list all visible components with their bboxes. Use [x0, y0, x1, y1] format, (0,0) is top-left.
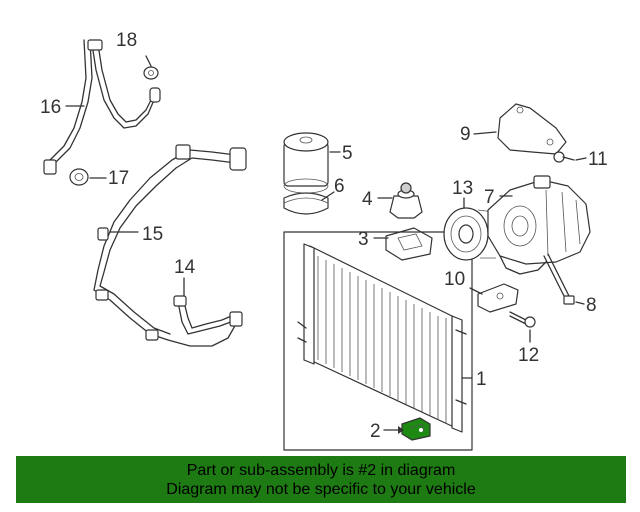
- compressor-7: [487, 175, 591, 265]
- callout-4: 4: [362, 189, 373, 210]
- callout-14: 14: [174, 257, 196, 278]
- seal-ring-17: [69, 168, 89, 186]
- bolt-12: [509, 311, 536, 328]
- highlighted-part-2-bracket: [401, 417, 431, 441]
- callout-labels: 18 16 17 15 14 5 6 4 3 9 11 13 7 10 8 12…: [40, 30, 608, 442]
- clutch-pulley-13: [443, 207, 496, 261]
- banner-line-1: Part or sub-assembly is #2 in diagram: [186, 462, 456, 479]
- hose-assembly-14: [167, 295, 243, 347]
- callout-11: 11: [588, 149, 608, 170]
- hose-assembly-15: [93, 144, 247, 341]
- mount-bracket-3: [385, 227, 433, 261]
- bolt-8: [543, 253, 575, 305]
- callout-5: 5: [342, 143, 353, 164]
- bracket-6: [283, 192, 329, 215]
- callout-16: 16: [40, 97, 61, 118]
- callout-3: 3: [358, 229, 369, 250]
- mount-bracket-9: [497, 103, 567, 155]
- bracket-10: [477, 283, 519, 313]
- callout-8: 8: [586, 295, 597, 316]
- callout-17: 17: [108, 168, 129, 189]
- callout-13: 13: [452, 178, 473, 199]
- callout-12: 12: [518, 345, 539, 366]
- info-banner: Part or sub-assembly is #2 in diagram Di…: [16, 456, 626, 503]
- callout-15: 15: [142, 224, 163, 245]
- callout-1: 1: [476, 369, 487, 390]
- callout-10: 10: [444, 269, 465, 290]
- condenser-1: [297, 243, 467, 433]
- grommet-4: [389, 182, 423, 219]
- bolt-11: [553, 151, 575, 163]
- callout-2: 2: [370, 421, 381, 442]
- hose-assembly-16: [43, 39, 161, 175]
- callout-18: 18: [116, 30, 137, 51]
- parts-diagram: 18 16 17 15 14 5 6 4 3 9 11 13 7 10 8 12…: [40, 30, 608, 451]
- leader-lines: [65, 55, 587, 434]
- callout-7: 7: [484, 187, 495, 208]
- condenser-outline-box: [283, 231, 473, 451]
- receiver-drier-5: [283, 132, 329, 194]
- wire-connector: [499, 255, 547, 275]
- banner-line-2: Diagram may not be specific to your vehi…: [166, 481, 476, 498]
- seal-ring-18: [143, 66, 159, 80]
- callout-6: 6: [334, 176, 345, 197]
- callout-9: 9: [460, 124, 471, 145]
